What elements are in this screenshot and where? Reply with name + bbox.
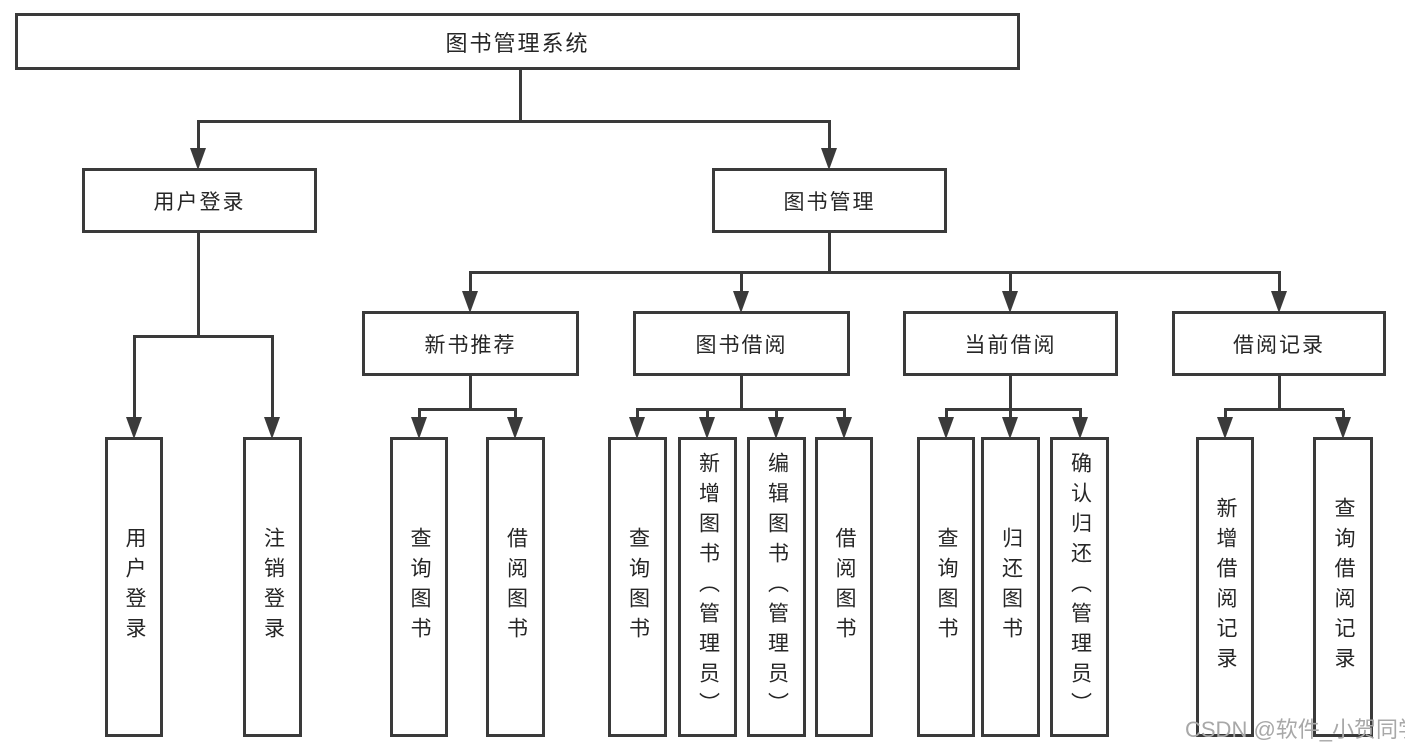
arrow-to-user-login	[190, 121, 206, 170]
connector-book-management-stem	[828, 232, 831, 273]
leaf-label: 确认归还（管理员）	[1068, 452, 1092, 722]
leaf-label: 注销登录	[261, 527, 285, 647]
leaf-label: 查询图书	[935, 527, 958, 647]
node-book-management: 图书管理	[712, 168, 947, 233]
node-current-borrow: 当前借阅	[903, 311, 1118, 376]
arrow-to-book-management	[821, 121, 837, 170]
node-library-management-system: 图书管理系统	[15, 13, 1020, 70]
leaf-add-borrow-record: 新增借阅记录	[1196, 437, 1254, 737]
leaf-label: 借阅图书	[833, 527, 856, 647]
arrow-to-logout-leaf	[264, 337, 280, 439]
leaf-label: 新增图书（管理员）	[696, 452, 720, 722]
leaf-label: 借阅图书	[504, 527, 528, 647]
connector-current-borrow-stem	[1009, 376, 1012, 410]
leaf-label: 归还图书	[999, 527, 1023, 647]
arrow-to-borrow-book-2	[836, 410, 852, 439]
arrow-to-borrow-records	[1271, 273, 1287, 313]
arrow-to-query-borrow-record	[1335, 410, 1351, 439]
leaf-logout: 注销登录	[243, 437, 302, 737]
leaf-query-borrow-record: 查询借阅记录	[1313, 437, 1373, 737]
connector-new-book-recommend-rail	[418, 408, 517, 411]
connector-book-borrow-stem	[740, 376, 743, 410]
leaf-user-login: 用户登录	[105, 437, 163, 737]
arrow-to-query-book-1	[411, 410, 427, 439]
connector-book-management-rail	[469, 271, 1281, 274]
leaf-borrow-book-1: 借阅图书	[486, 437, 545, 737]
connector-root-stem	[519, 70, 522, 123]
connector-user-login-rail	[133, 335, 274, 338]
leaf-label: 用户登录	[123, 527, 146, 647]
node-borrow-records: 借阅记录	[1172, 311, 1386, 376]
arrow-to-borrow-book-1	[507, 410, 523, 439]
connector-user-login-stem	[197, 233, 200, 337]
node-label: 借阅记录	[1233, 333, 1325, 357]
arrow-to-add-borrow-record	[1217, 410, 1233, 439]
csdn-watermark: CSDN @软件_小贺同学	[1185, 717, 1405, 742]
leaf-borrow-book-2: 借阅图书	[815, 437, 873, 737]
arrow-to-confirm-return	[1072, 410, 1088, 439]
node-label: 当前借阅	[964, 333, 1057, 357]
node-label: 图书借阅	[695, 333, 788, 357]
arrow-to-edit-book	[768, 410, 784, 439]
connector-root-rail	[197, 120, 831, 123]
leaf-query-book-2: 查询图书	[608, 437, 667, 737]
leaf-query-book-3: 查询图书	[917, 437, 975, 737]
leaf-label: 新增借阅记录	[1214, 497, 1237, 677]
leaf-add-book-admin: 新增图书（管理员）	[678, 437, 737, 737]
arrow-to-query-book-3	[938, 410, 954, 439]
node-book-borrow: 图书借阅	[633, 311, 850, 376]
leaf-edit-book-admin: 编辑图书（管理员）	[747, 437, 806, 737]
leaf-label: 查询图书	[408, 527, 431, 647]
leaf-label: 编辑图书（管理员）	[765, 452, 789, 722]
connector-new-book-recommend-stem	[469, 376, 472, 410]
node-label: 图书管理系统	[445, 30, 590, 56]
node-label: 用户登录	[153, 190, 246, 214]
leaf-query-book-1: 查询图书	[390, 437, 448, 737]
arrow-to-book-borrow	[733, 273, 749, 313]
leaf-label: 查询图书	[626, 527, 650, 647]
arrow-to-user-login-leaf	[126, 337, 142, 439]
arrow-to-add-book	[699, 410, 715, 439]
leaf-return-book: 归还图书	[981, 437, 1040, 737]
node-user-login: 用户登录	[82, 168, 317, 233]
node-label: 图书管理	[783, 190, 876, 214]
leaf-confirm-return-admin: 确认归还（管理员）	[1050, 437, 1109, 737]
connector-borrow-records-rail	[1224, 408, 1344, 411]
arrow-to-query-book-2	[629, 410, 645, 439]
node-label: 新书推荐	[424, 333, 517, 357]
arrow-to-new-book-recommend	[462, 273, 478, 313]
connector-borrow-records-stem	[1278, 376, 1281, 410]
node-new-book-recommend: 新书推荐	[362, 311, 579, 376]
leaf-label: 查询借阅记录	[1332, 497, 1355, 677]
arrow-to-current-borrow	[1002, 273, 1018, 313]
connector-current-borrow-rail	[945, 408, 1082, 411]
connector-book-borrow-rail	[636, 408, 846, 411]
arrow-to-return-book	[1002, 410, 1018, 439]
